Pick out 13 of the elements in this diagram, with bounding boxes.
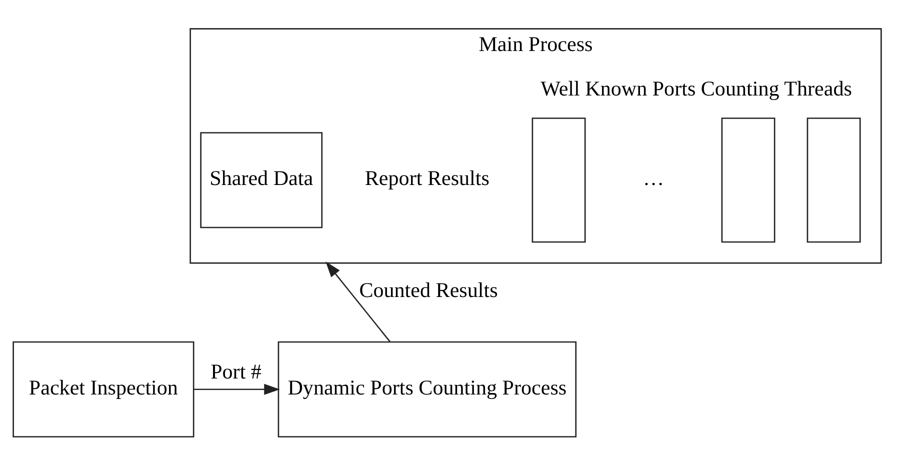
node-box — [721, 117, 776, 242]
edge-label: Counted Results — [359, 277, 498, 302]
node-box: Packet Inspection — [12, 340, 194, 437]
edge-label: Port # — [210, 359, 262, 384]
node-box — [532, 117, 586, 242]
arrow — [326, 260, 391, 342]
node-box — [806, 117, 861, 242]
label: … — [642, 166, 664, 190]
node-box: Dynamic Ports Counting Process — [278, 340, 577, 437]
arrow — [194, 383, 280, 394]
label: Report Results — [364, 166, 490, 190]
node-box: Shared Data — [200, 132, 323, 228]
label: Well Known Ports Counting Threads — [540, 76, 852, 100]
